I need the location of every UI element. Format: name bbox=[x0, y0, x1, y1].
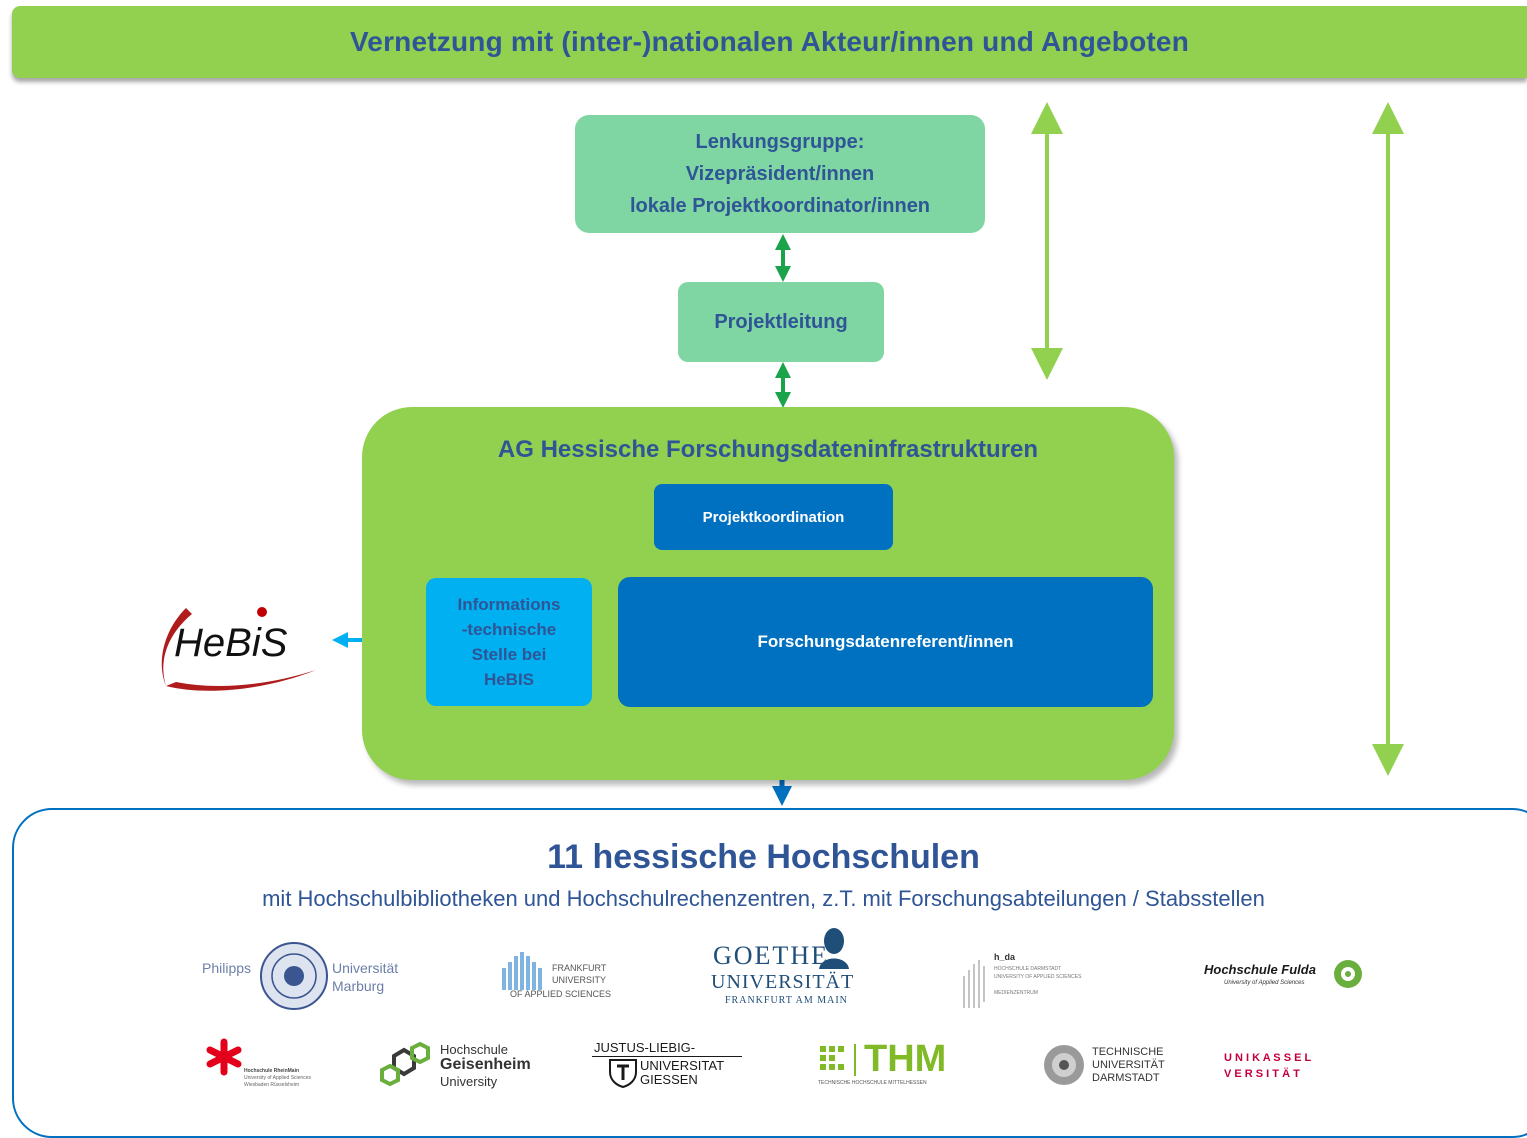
network-banner: Vernetzung mit (inter-)nationalen Akteur… bbox=[12, 6, 1527, 78]
projektleitung-label: Projektleitung bbox=[714, 310, 848, 333]
logo-fulda: Hochschule Fulda University of Applied S… bbox=[1204, 958, 1369, 998]
tud-athene-icon bbox=[1044, 1045, 1084, 1085]
banner-title: Vernetzung mit (inter-)nationalen Akteur… bbox=[349, 26, 1190, 57]
logo-thm: THM TECHNISCHE HOCHSCHULE MITTELHESSEN bbox=[818, 1038, 947, 1086]
logo-rheinmain: Hochschule RheinMain University of Appli… bbox=[200, 1038, 350, 1088]
it-line-4: HeBIS bbox=[483, 670, 535, 689]
logo-marburg: Philipps Universität Marburg bbox=[200, 940, 410, 1010]
hebis-logo-text: HeBiS bbox=[174, 621, 288, 665]
projektkoordination-box: Projektkoordination bbox=[654, 484, 893, 550]
hochschulen-title: 11 hessische Hochschulen bbox=[547, 838, 980, 876]
logo-frankfurt-uas: FRANKFURT UNIVERSITY OF APPLIED SCIENCES bbox=[490, 950, 620, 1005]
giessen-rule bbox=[592, 1056, 742, 1057]
rheinmain-star-icon bbox=[206, 1038, 242, 1076]
it-line-2: -technische bbox=[461, 620, 557, 639]
hebis-logo: HeBiS bbox=[161, 607, 316, 691]
lenkung-line-3: lokale Projektkoordinator/innen bbox=[629, 195, 931, 217]
it-stelle-box: Informations -technische Stelle bei HeBI… bbox=[426, 578, 592, 706]
hda-lines-icon bbox=[963, 960, 985, 1008]
ag-title: AG Hessische Forschungsdateninfrastruktu… bbox=[497, 436, 1039, 463]
it-line-1: Informations bbox=[457, 595, 561, 614]
lenkung-line-2: Vizepräsident/innen bbox=[685, 163, 875, 185]
marburg-seal-icon bbox=[260, 942, 328, 1010]
logo-hda: h_da HOCHSCHULE DARMSTADT UNIVERSITY OF … bbox=[960, 950, 1110, 1010]
it-line-3: Stelle bei bbox=[471, 645, 547, 664]
logo-giessen: JUSTUS-LIEBIG- UNIVERSITAT GIESSEN bbox=[592, 1040, 752, 1092]
referenten-label: Forschungsdatenreferent/innen bbox=[757, 632, 1014, 651]
geisenheim-hexagons-icon bbox=[380, 1042, 430, 1087]
thm-dots-icon bbox=[820, 1046, 844, 1070]
lenkungsgruppe-box: Lenkungsgruppe: Vizepräsident/innen loka… bbox=[575, 115, 985, 233]
logo-kassel: U N I K A S S E L V E R S I T Ä T bbox=[1224, 1052, 1312, 1080]
thm-divider bbox=[854, 1044, 856, 1076]
hochschulen-subtitle: mit Hochschulbibliotheken und Hochschulr… bbox=[262, 886, 1265, 911]
forschungsdatenreferenten-box: Forschungsdatenreferent/innen bbox=[618, 577, 1153, 707]
logo-goethe: GOETHE UNIVERSITÄT FRANKFURT AM MAIN bbox=[705, 925, 865, 1010]
fulda-leaf-icon bbox=[1334, 960, 1362, 988]
lenkung-line-1: Lenkungsgruppe: bbox=[695, 131, 865, 153]
goethe-portrait-icon bbox=[819, 928, 849, 969]
frankfurt-uas-bars-icon bbox=[502, 952, 542, 990]
giessen-shield-icon bbox=[609, 1059, 637, 1088]
logo-tud: TECHNISCHE UNIVERSITÄT DARMSTADT bbox=[1042, 1042, 1182, 1092]
projektkoordination-label: Projektkoordination bbox=[702, 508, 845, 526]
projektleitung-box: Projektleitung bbox=[678, 282, 884, 362]
logo-geisenheim: Hochschule Geisenheim University bbox=[380, 1036, 550, 1090]
